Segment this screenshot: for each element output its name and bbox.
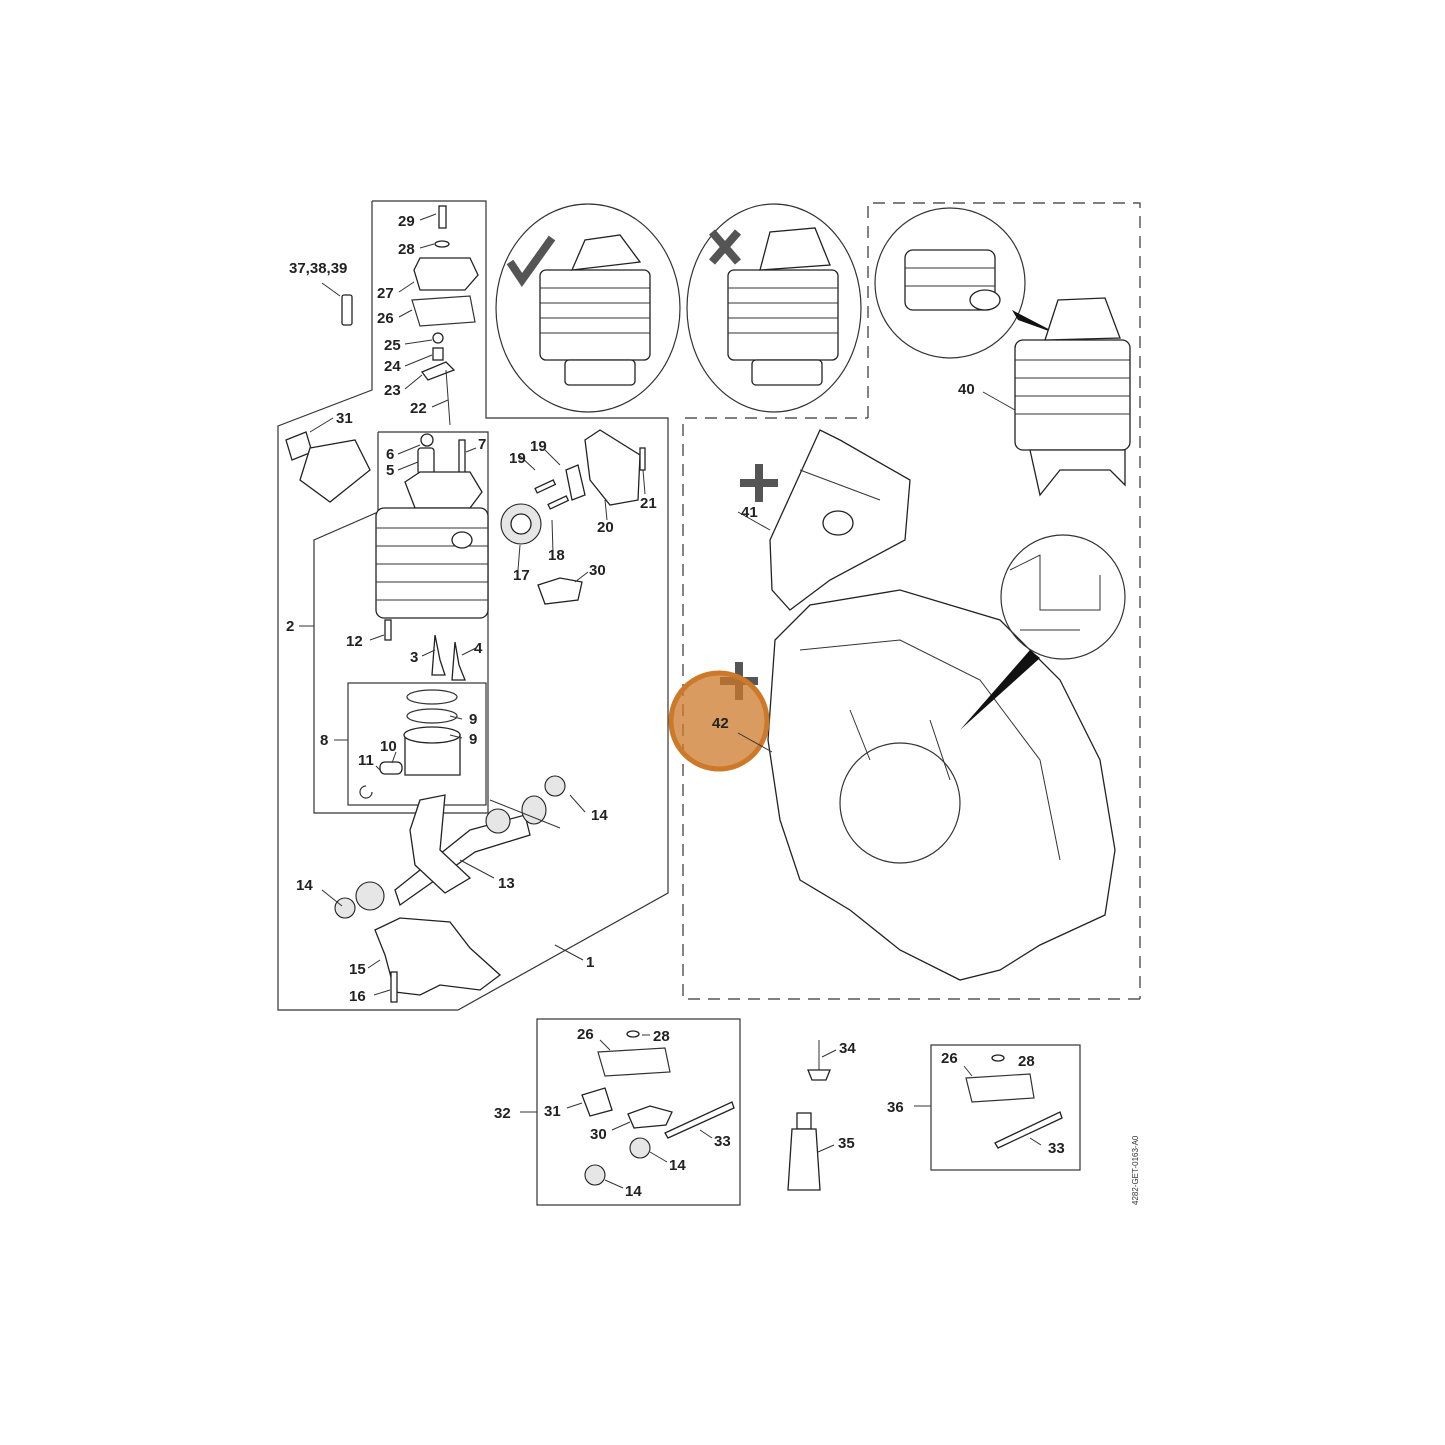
checkmark-icon (506, 235, 556, 288)
label-36: 36 (887, 1099, 904, 1116)
label-4: 4 (474, 640, 483, 657)
label-6: 6 (386, 446, 394, 463)
label-30-kit32: 30 (590, 1126, 607, 1143)
kit-36-frame (930, 1044, 1081, 1171)
label-1: 1 (586, 954, 594, 971)
label-14a: 14 (591, 807, 608, 824)
valve-part-34 (807, 1040, 831, 1081)
label-42[interactable]: 42 (712, 715, 729, 732)
label-26: 26 (377, 310, 394, 327)
label-12: 12 (346, 633, 363, 650)
piston-assembly (359, 689, 461, 799)
label-15: 15 (349, 961, 366, 978)
incorrect-cylinder-view (686, 203, 862, 413)
label-7: 7 (478, 436, 486, 453)
crankcase-part (374, 917, 502, 1003)
part-labels: 29 28 37,38,39 27 26 25 24 23 22 31 6 5 … (286, 213, 1065, 1200)
label-33-kit32: 33 (714, 1133, 731, 1150)
label-32: 32 (494, 1105, 511, 1122)
engine-assembly-frame (277, 200, 669, 1011)
cylinder-sketch-incorrect (727, 227, 839, 386)
label-8: 8 (320, 732, 328, 749)
label-31: 31 (336, 410, 353, 427)
correct-cylinder-view (495, 203, 681, 413)
label-22: 22 (410, 400, 427, 417)
housing-detail-circle (1000, 534, 1126, 660)
label-28-kit36: 28 (1018, 1053, 1035, 1070)
highlight-marker-42[interactable] (668, 670, 770, 772)
label-14-kit32b: 14 (625, 1183, 642, 1200)
label-25: 25 (384, 337, 401, 354)
label-14b: 14 (296, 877, 313, 894)
label-23: 23 (384, 382, 401, 399)
label-27: 27 (377, 285, 394, 302)
plus-icon (740, 464, 778, 502)
engine-detail-circle (874, 207, 1026, 359)
label-26-kit32: 26 (577, 1026, 594, 1043)
detail-pointer-42 (960, 650, 1040, 730)
label-2: 2 (286, 618, 294, 635)
grease-tube-part-35 (787, 1112, 821, 1191)
label-19b: 19 (530, 438, 547, 455)
label-34: 34 (839, 1040, 856, 1057)
label-24: 24 (384, 358, 401, 375)
label-9a: 9 (469, 711, 477, 728)
valve-cover-parts (411, 205, 479, 426)
label-10: 10 (380, 738, 397, 755)
kit-32-parts (581, 1030, 735, 1186)
cylinder-sketch-correct (539, 234, 651, 386)
label-35: 35 (838, 1135, 855, 1152)
label-21: 21 (640, 495, 657, 512)
label-28-kit32: 28 (653, 1028, 670, 1045)
label-40: 40 (958, 381, 975, 398)
label-3: 3 (410, 649, 418, 666)
label-37-38-39: 37,38,39 (289, 260, 347, 277)
label-5: 5 (386, 462, 394, 479)
label-28: 28 (398, 241, 415, 258)
label-11: 11 (358, 752, 374, 769)
label-31-kit32: 31 (544, 1103, 561, 1120)
kit-36-parts (965, 1054, 1063, 1149)
label-26-kit36: 26 (941, 1050, 958, 1067)
engine-complete-part (1014, 297, 1131, 497)
label-17: 17 (513, 567, 530, 584)
option-frame-top (867, 202, 1141, 999)
fan-housing-part-42 (767, 589, 1116, 981)
carburetor-gasket (285, 431, 371, 503)
label-20: 20 (597, 519, 614, 536)
label-16: 16 (349, 988, 366, 1005)
engine-detail-sketch (904, 249, 1001, 311)
label-14-kit32a: 14 (669, 1157, 686, 1174)
diagram-code: 4282-GET-0163-A0 (1131, 1135, 1140, 1205)
label-13: 13 (498, 875, 515, 892)
kit-32-leaders (520, 1034, 713, 1189)
camshaft-parts (500, 429, 646, 605)
cross-icon (708, 229, 742, 265)
label-30: 30 (589, 562, 606, 579)
label-19a: 19 (509, 450, 526, 467)
cylinder-assembly (375, 433, 489, 681)
leader-lines (299, 213, 1016, 996)
label-29: 29 (398, 213, 415, 230)
label-9b: 9 (469, 731, 477, 748)
piston-group-frame (347, 682, 487, 806)
spark-plug (341, 294, 353, 326)
label-41: 41 (741, 504, 758, 521)
crankshaft-assembly (334, 775, 566, 919)
label-33-kit36: 33 (1048, 1140, 1065, 1157)
shroud-part-41 (769, 429, 911, 611)
label-18: 18 (548, 547, 565, 564)
housing-detail-sketch (1009, 554, 1101, 631)
